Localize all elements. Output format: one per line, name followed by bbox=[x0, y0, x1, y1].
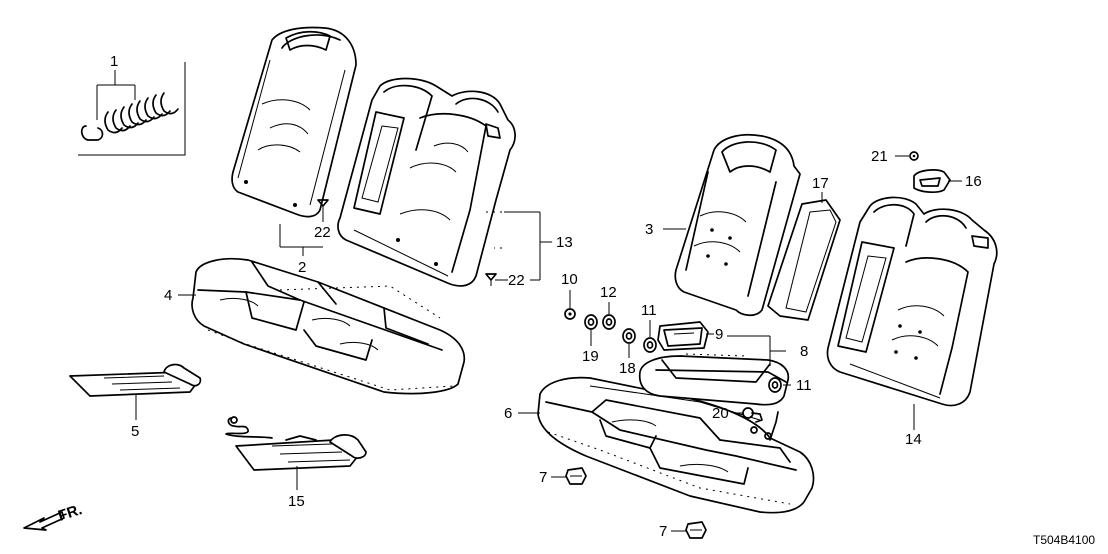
part-3-seatback-pad bbox=[674, 133, 801, 317]
callout-1: 1 bbox=[110, 53, 118, 70]
callout-2: 2 bbox=[298, 259, 306, 276]
part-8-armrest bbox=[638, 353, 790, 406]
callout-19: 19 bbox=[582, 348, 599, 365]
callout-15: 15 bbox=[288, 493, 305, 510]
callout-22a: 22 bbox=[314, 224, 331, 241]
part-13-seatback-frame bbox=[337, 77, 516, 287]
part-10-bolt bbox=[564, 308, 576, 320]
callout-22b: 22 bbox=[508, 272, 525, 289]
callout-13: 13 bbox=[556, 234, 573, 251]
callout-16: 16 bbox=[965, 173, 982, 190]
front-direction-arrow-icon bbox=[23, 511, 65, 531]
clip-icon bbox=[80, 92, 179, 141]
callout-12: 12 bbox=[600, 284, 617, 301]
callout-7a: 7 bbox=[539, 469, 547, 486]
part-4-seat-cushion-cover bbox=[191, 257, 466, 395]
part-11-bushing-a bbox=[643, 337, 657, 353]
callout-4: 4 bbox=[164, 287, 172, 304]
part-7-clip-a bbox=[565, 467, 587, 485]
callout-17: 17 bbox=[812, 175, 829, 192]
part-2-seatback-cover bbox=[231, 26, 357, 218]
diagram-code: T504B4100 bbox=[1033, 533, 1095, 547]
part-18-washer bbox=[622, 328, 636, 344]
part-5-seat-heater-pad bbox=[69, 363, 202, 397]
callout-7b: 7 bbox=[659, 523, 667, 540]
callout-5: 5 bbox=[131, 423, 139, 440]
callout-6: 6 bbox=[504, 405, 512, 422]
part-1-clip-set bbox=[78, 62, 186, 156]
part-15-seat-heater-pad-harness bbox=[225, 416, 367, 471]
part-12-washer bbox=[602, 314, 616, 330]
callout-10: 10 bbox=[561, 271, 578, 288]
callout-8: 8 bbox=[800, 343, 808, 360]
part-17-seatback-panel bbox=[767, 199, 841, 321]
callout-11a: 11 bbox=[641, 302, 657, 319]
callout-9: 9 bbox=[715, 326, 723, 343]
part-21-screw bbox=[909, 151, 919, 161]
part-19-washer bbox=[584, 314, 598, 330]
part-7-clip-b bbox=[685, 521, 707, 539]
callout-21: 21 bbox=[871, 148, 888, 165]
part-11-bushing-b bbox=[768, 377, 782, 393]
callout-11b: 11 bbox=[796, 377, 812, 394]
callout-14: 14 bbox=[905, 431, 922, 448]
part-14-seatback-frame bbox=[826, 196, 998, 407]
callout-20: 20 bbox=[712, 405, 729, 422]
part-16-belt-guide bbox=[913, 169, 951, 194]
part-9-cup-holder bbox=[657, 321, 709, 351]
callout-18: 18 bbox=[619, 360, 636, 377]
front-direction-label: FR. bbox=[56, 501, 84, 525]
part-6-seat-cushion bbox=[537, 376, 815, 514]
callout-3: 3 bbox=[645, 221, 653, 238]
